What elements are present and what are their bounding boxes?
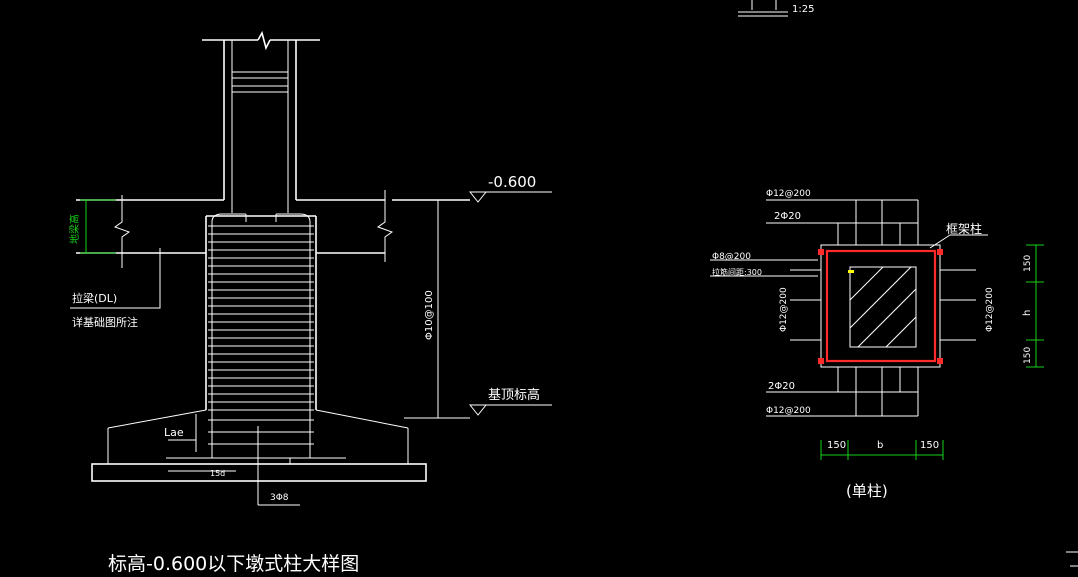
tie-beam-label: 拉梁(DL) [72, 291, 117, 305]
dim-width: b [877, 440, 883, 451]
tie-bar-label: Φ8@200 [712, 252, 751, 262]
tie-bar-note: 拉筋间距:300 [712, 267, 762, 277]
bottom-bar-1-label: 2Φ20 [768, 381, 795, 392]
column-section [710, 199, 1078, 567]
dim-cover-left: 150 [827, 440, 846, 451]
dim-cover-bottom: 150 [1023, 347, 1033, 364]
dim-cover-top: 150 [1023, 255, 1033, 272]
bottom-bar-2-label: Φ12@200 [766, 406, 811, 416]
dim-height: h [1022, 310, 1033, 316]
hook-length-label: 15d [210, 469, 225, 478]
top-bar-1-label: Φ12@200 [766, 189, 811, 199]
top-bar-2-label: 2Φ20 [774, 211, 801, 222]
tie-beam-note: 详基础图所注 [72, 315, 138, 329]
anchorage-label: Lae [164, 426, 184, 439]
left-vertical-bar-label: Φ12@200 [779, 287, 789, 332]
header-scale-mark [738, 0, 788, 17]
right-vertical-bar-label: Φ12@200 [985, 287, 995, 332]
elevation-top-label: -0.600 [488, 173, 536, 191]
stirrup-lines [208, 225, 314, 445]
beam-height-label: 地梁高 [68, 214, 81, 244]
elevation-bottom-label: 基顶标高 [488, 387, 540, 403]
frame-column-label: 框架柱 [946, 221, 982, 236]
scale-label: 1:25 [792, 4, 814, 15]
pier-elevation [70, 30, 552, 506]
stirrup-spec-label: Φ10@100 [424, 290, 435, 340]
pier-detail-title: 标高-0.600以下墩式柱大样图 [108, 553, 359, 575]
dim-cover-right: 150 [920, 440, 939, 451]
bottom-bar-label: 3Φ8 [270, 493, 289, 503]
section-caption: (单柱) [846, 482, 888, 500]
